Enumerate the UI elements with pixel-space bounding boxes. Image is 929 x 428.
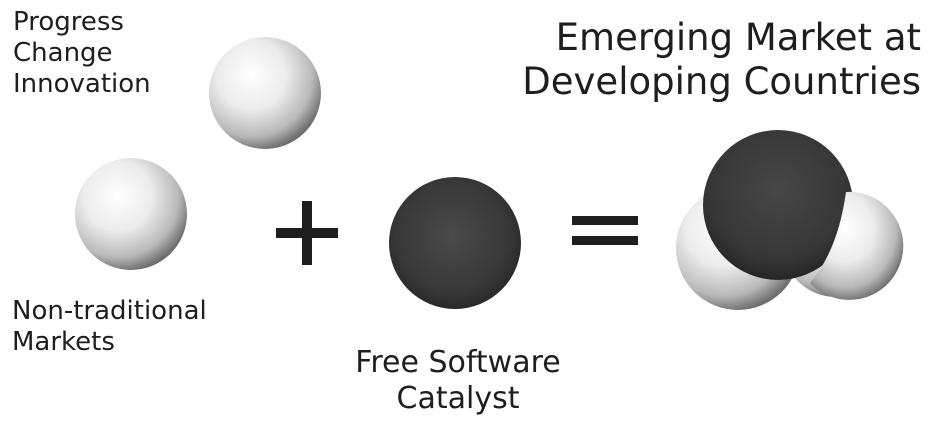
markets-labels: Non-traditional Markets (12, 296, 207, 358)
title-line-2: Developing Countries (522, 59, 921, 103)
equals-sign (572, 216, 638, 245)
innovation-label: Innovation (13, 69, 151, 100)
molecule-center-atom (703, 130, 853, 280)
change-label: Change (13, 38, 113, 69)
catalyst-label: Catalyst (396, 381, 520, 416)
title-labels: Emerging Market at Developing Countries (522, 16, 921, 103)
progress-label: Progress (13, 7, 124, 37)
catalyst-labels: Free Software Catalyst (330, 345, 586, 417)
catalyst-sphere (389, 177, 521, 309)
free-software-label: Free Software (355, 345, 561, 380)
plus-sign (276, 201, 338, 265)
title-line-1: Emerging Market at (555, 16, 921, 59)
markets-sphere (75, 158, 187, 270)
molecule-right-atom-front (810, 191, 904, 300)
progress-labels: Progress Change Innovation (13, 7, 151, 101)
progress-sphere (209, 37, 321, 149)
result-molecule (676, 130, 904, 310)
non-traditional-label: Non-traditional (12, 296, 207, 326)
markets-label: Markets (12, 327, 115, 358)
